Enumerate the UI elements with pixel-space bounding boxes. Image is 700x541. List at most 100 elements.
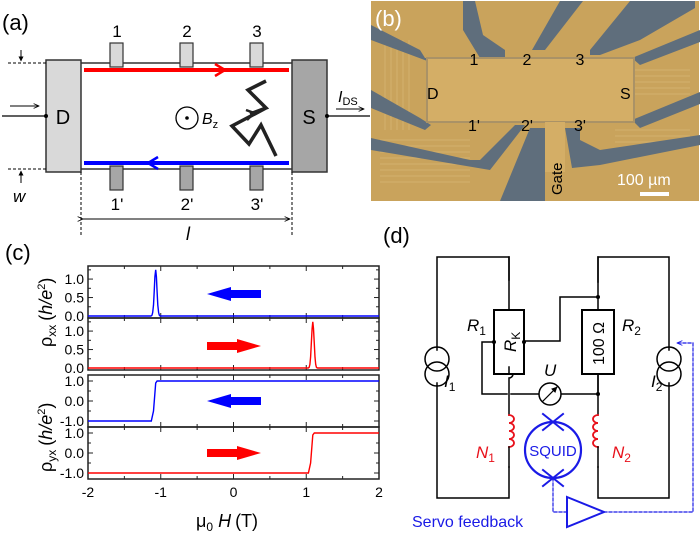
- xtick-label: -2: [82, 484, 95, 500]
- micro-contact-1: 1: [470, 52, 479, 69]
- n1-label: N1: [476, 443, 495, 465]
- contact-3: [249, 42, 264, 68]
- sweep-direction-arrow-icon: [207, 394, 261, 408]
- length-label: l: [186, 224, 191, 244]
- micro-contact-1p: 1': [468, 118, 480, 135]
- xtick-label: 1: [302, 484, 310, 500]
- ylabel-rho-xx: ρxx(h/e2): [36, 278, 59, 347]
- top-edge-arrow-icon: [214, 62, 228, 78]
- rk-label: RK: [501, 332, 523, 352]
- contact-2p: [179, 165, 194, 191]
- contact-1-label: 1: [112, 22, 121, 41]
- sweep-direction-arrow-icon: [207, 287, 261, 301]
- contact-1p-label: 1': [111, 195, 124, 214]
- width-label: w: [13, 187, 27, 206]
- contact-3p: [249, 165, 264, 191]
- wire-rk-to-r2: [523, 296, 599, 342]
- coil-n2-icon: [592, 414, 599, 448]
- series-line-rho_xx_sweep_down: [88, 269, 379, 317]
- top-contacts: 1 2 3: [109, 22, 264, 68]
- i2-label: I2: [651, 372, 663, 394]
- xtick-label: 0: [230, 484, 238, 500]
- bulk-scattering-path-icon: [229, 79, 278, 157]
- coil-n1-icon: [508, 414, 515, 448]
- micro-source-label: S: [620, 86, 631, 103]
- feedback-line-in: [552, 477, 568, 513]
- wire-rk-sense: [481, 341, 508, 395]
- resistor-rk: [493, 309, 525, 375]
- panel-b-label: (b): [375, 6, 402, 31]
- micro-contact-3p: 3': [574, 118, 586, 135]
- r1-label: R1: [467, 316, 486, 338]
- r2-label: R2: [622, 316, 641, 338]
- resistor-r2: [581, 309, 615, 375]
- contact-3-label: 3: [252, 22, 261, 41]
- panel-a-label: (a): [2, 10, 29, 35]
- current-source-i1-icon: [424, 346, 450, 387]
- micrograph-gate-lead: [545, 122, 565, 172]
- ytick-label: 0.0: [65, 393, 85, 409]
- micro-drain-label: D: [427, 86, 439, 103]
- contact-1: [109, 42, 124, 68]
- voltmeter-needle-icon: [542, 386, 558, 402]
- r2-value-label: 100 Ω: [591, 322, 608, 365]
- ytick-label: 1.0: [65, 271, 85, 287]
- contact-2: [179, 42, 194, 68]
- wire-left-bottom: [436, 382, 510, 499]
- bottom-edge-arrow-icon: [145, 155, 159, 171]
- ytick-label: 0.0: [65, 445, 85, 461]
- scale-bar-label: 100 µm: [617, 172, 671, 189]
- micrograph-substrate: [371, 1, 700, 201]
- bulk-path-arrow-icon: [245, 108, 257, 121]
- micrograph-hall-bar: [426, 57, 635, 123]
- current-source-i2-icon: [656, 346, 682, 387]
- ytick-label: 0.5: [65, 290, 85, 306]
- ytick-label: -1.0: [60, 413, 84, 429]
- drain-contact: [45, 59, 82, 173]
- node-rk-right: [522, 340, 526, 344]
- source-node: [325, 114, 329, 118]
- micro-contact-2: 2: [523, 52, 532, 69]
- micrograph-pad-texture: [380, 40, 690, 183]
- contact-1p: [109, 165, 124, 191]
- u-label: U: [544, 361, 557, 380]
- ylabel-rho-yx: ρyx(h/e2): [36, 403, 59, 472]
- ytick-label: 0.5: [65, 342, 85, 358]
- i1-label: I1: [444, 372, 456, 394]
- series-line-rho_xx_sweep_up: [88, 321, 379, 369]
- panel-b: (b) 1 2 3 1' 2' 3' D S Gate 100 µm: [371, 1, 700, 201]
- contact-3p-label: 3': [251, 195, 264, 214]
- series-line-rho_yx_sweep_down: [88, 380, 379, 422]
- panel-a: (a) 1 2 3 1' 2' 3' D S: [2, 10, 370, 244]
- micro-gate-label: Gate: [549, 162, 566, 195]
- contact-2p-label: 2': [181, 195, 194, 214]
- ytick-label: -1.0: [60, 465, 84, 481]
- panel-c-label: (c): [5, 240, 31, 265]
- ytick-label: 0.0: [65, 308, 85, 324]
- ytick-label: 1.0: [65, 425, 85, 441]
- squid-junction-top-icon: [541, 412, 565, 432]
- drain-label: D: [56, 107, 70, 129]
- feedback-line-out: [603, 343, 694, 513]
- contact-2-label: 2: [182, 22, 191, 41]
- wire-right-bottom: [597, 382, 670, 499]
- panel-d-label: (d): [383, 223, 410, 248]
- sweep-direction-arrow-icon: [207, 446, 261, 460]
- panel-d-circuit: (d) RK 100 Ω R1 R2: [383, 223, 694, 531]
- sweep-direction-arrow-icon: [207, 339, 261, 353]
- xtick-label: 2: [375, 484, 383, 500]
- bottom-contacts: 1' 2' 3': [109, 165, 264, 214]
- scale-bar: [640, 192, 669, 196]
- series-line-rho_yx_sweep_up: [88, 432, 379, 474]
- ids-label: IDS: [338, 89, 358, 108]
- n2-label: N2: [612, 443, 631, 465]
- ytick-label: 0.0: [65, 360, 85, 376]
- bz-label: Bz: [202, 111, 218, 131]
- micro-contact-2p: 2': [521, 118, 533, 135]
- node-rk-left: [492, 340, 496, 344]
- bz-field-icon: [175, 106, 199, 130]
- source-label: S: [302, 107, 315, 129]
- xtick-label: -1: [155, 484, 168, 500]
